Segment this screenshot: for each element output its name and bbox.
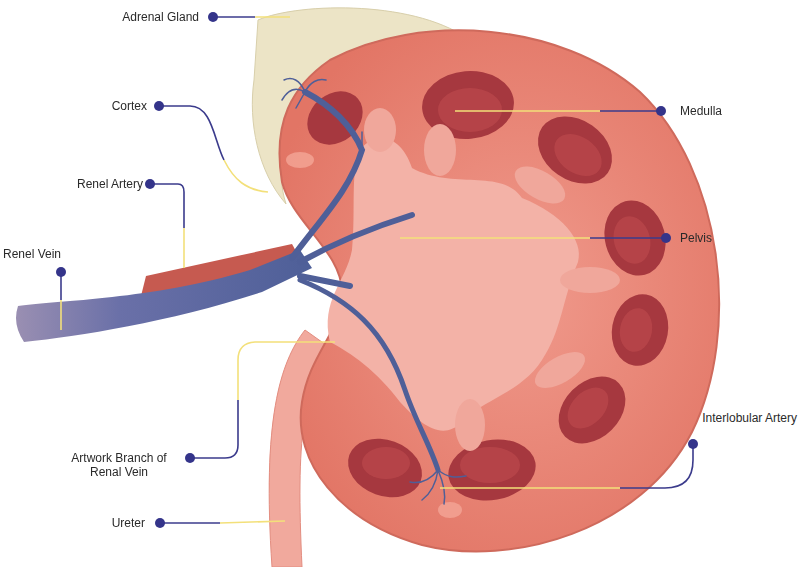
renal-vein xyxy=(16,250,312,342)
leader-lines xyxy=(61,17,693,523)
kidney-cortex xyxy=(279,30,719,551)
part-label: Adrenal Gland xyxy=(122,10,199,24)
part-label: Cortex xyxy=(112,99,147,113)
part-label: Renel Vein xyxy=(3,247,61,261)
part-label: Pelvis xyxy=(680,231,712,245)
calyces xyxy=(364,108,620,451)
vein-branches xyxy=(282,79,466,505)
part-label: Medulla xyxy=(680,104,722,118)
part-label: Ureter xyxy=(112,516,145,530)
part-label: Artwork Branch of Renal Vein xyxy=(59,451,179,479)
leader-dots xyxy=(56,12,698,528)
part-label: Interlobular Artery xyxy=(702,411,797,425)
part-label: Renel Artery xyxy=(77,177,143,191)
